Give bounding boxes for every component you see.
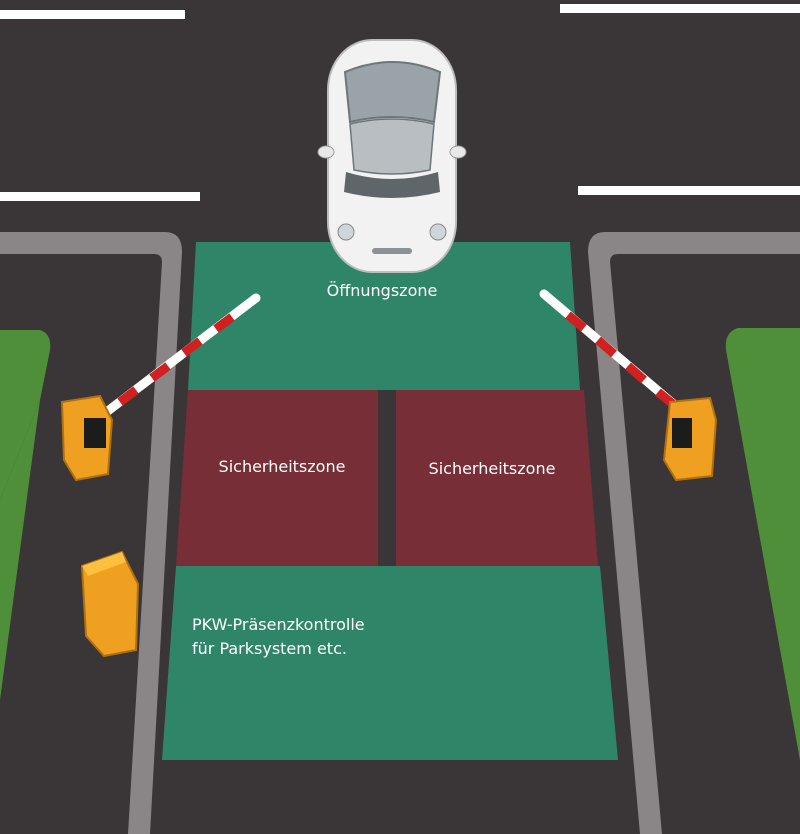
zone-opening <box>188 242 580 390</box>
zone-presence-label-line1: PKW-Präsenzkontrolle <box>192 615 365 634</box>
barrier-right-icon <box>539 289 718 482</box>
zone-presence <box>162 566 618 760</box>
curb-right <box>588 232 800 834</box>
lane-marking-mid-right <box>578 186 800 195</box>
barrier-left-icon <box>60 293 261 482</box>
terminal-post-icon <box>80 550 140 658</box>
zone-opening-label: Öffnungszone <box>327 281 438 300</box>
grass-right <box>725 328 800 760</box>
lane-marking-mid-left <box>0 192 200 201</box>
grass-left-lower <box>0 400 40 700</box>
zone-safety-left <box>176 390 378 566</box>
curb-left <box>0 232 182 834</box>
grass-left <box>0 330 51 500</box>
lane-marking-top-left <box>0 10 185 19</box>
lane-marking-top-right <box>560 4 800 13</box>
zone-safety-left-label: Sicherheitszone <box>219 457 346 476</box>
zone-presence-label-line2: für Parksystem etc. <box>192 639 347 658</box>
car-icon <box>317 39 467 273</box>
zone-safety-right-label: Sicherheitszone <box>429 459 556 478</box>
zone-safety-right <box>396 390 598 566</box>
